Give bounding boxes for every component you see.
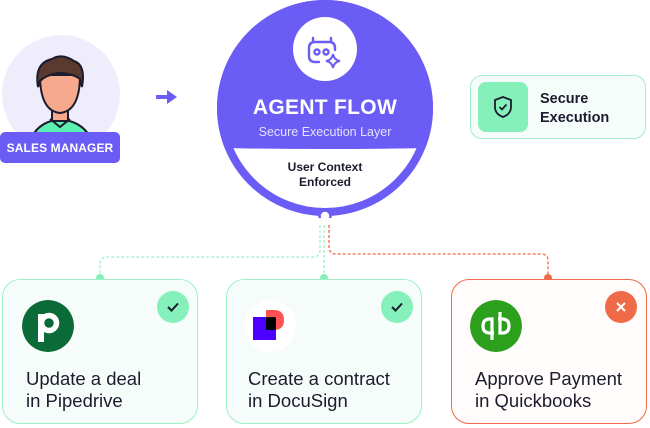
secure-line-1: Secure — [540, 91, 589, 107]
robot-sparkle-icon — [307, 36, 341, 69]
docusign-logo-icon — [244, 300, 296, 352]
secure-execution-label: Secure Execution — [540, 90, 609, 128]
connector-quickbooks — [328, 225, 549, 278]
context-line-2: Enforced — [298, 175, 351, 189]
action-line-2: in DocuSign — [248, 390, 348, 411]
status-denied-badge — [605, 291, 637, 323]
role-badge: SALES MANAGER — [0, 132, 120, 163]
secure-icon-tile — [478, 82, 528, 132]
agent-flow-node — [217, 0, 433, 218]
pipedrive-logo-icon — [22, 300, 74, 352]
action-title: Create a contract in DocuSign — [248, 368, 390, 412]
context-line-1: User Context — [287, 160, 363, 174]
check-icon — [391, 302, 403, 312]
agent-subtitle: Secure Execution Layer — [258, 125, 392, 139]
status-success-badge — [381, 291, 413, 323]
user-context-label: User Context Enforced — [250, 160, 400, 190]
action-line-1: Create a contract — [248, 368, 390, 389]
action-line-1: Approve Payment — [475, 368, 623, 389]
action-title: Update a deal in Pipedrive — [26, 368, 141, 412]
secure-line-2: Execution — [540, 110, 610, 126]
agent-title: AGENT FLOW — [252, 96, 398, 119]
action-line-2: in Pipedrive — [26, 390, 123, 411]
action-line-2: in Quickbooks — [475, 390, 592, 411]
arrow-right-icon — [156, 90, 177, 104]
x-icon — [616, 302, 626, 312]
status-success-badge — [157, 291, 189, 323]
shield-check-icon — [494, 96, 512, 118]
quickbooks-logo-icon — [470, 300, 522, 352]
action-title: Approve Payment in Quickbooks — [475, 368, 622, 412]
connector-pipedrive — [99, 225, 321, 278]
check-icon — [167, 302, 179, 312]
action-line-1: Update a deal — [26, 368, 142, 389]
